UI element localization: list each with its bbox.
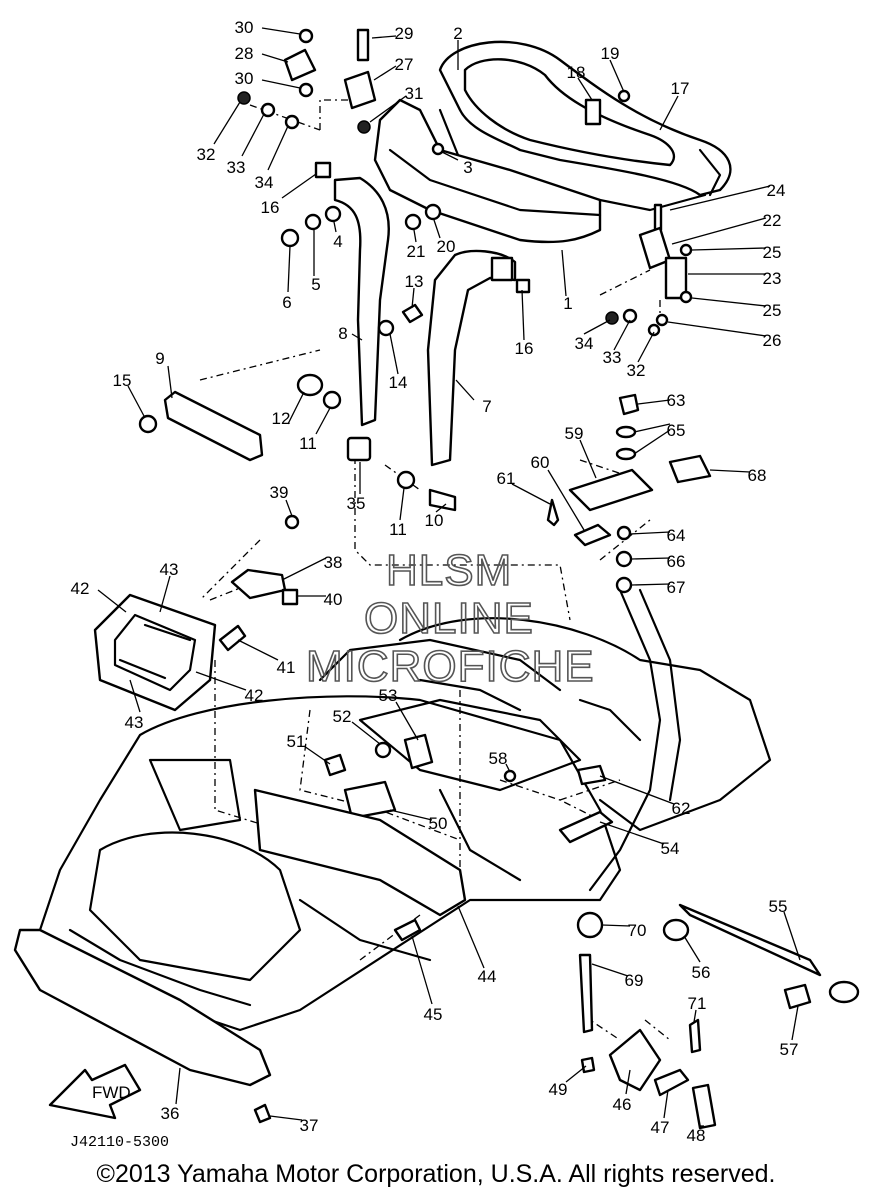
callout-30: 30: [235, 69, 254, 88]
callout-61: 61: [497, 469, 516, 488]
callout-70: 70: [628, 921, 647, 940]
callout-58: 58: [489, 749, 508, 768]
callout-36: 36: [161, 1104, 180, 1123]
callout-34: 34: [255, 173, 274, 192]
callout-63: 63: [667, 391, 686, 410]
callout-11: 11: [389, 520, 407, 539]
callout-17: 17: [671, 79, 690, 98]
callout-55: 55: [769, 897, 788, 916]
callout-42: 42: [71, 579, 90, 598]
callout-33: 33: [603, 348, 622, 367]
callout-32: 32: [627, 361, 646, 380]
callout-19: 19: [601, 44, 620, 63]
forward-arrow: FWD: [48, 1063, 142, 1120]
callout-34: 34: [575, 334, 594, 353]
stay-left: [333, 176, 390, 427]
callout-64: 64: [667, 526, 686, 545]
callout-41: 41: [277, 658, 296, 677]
callout-23: 23: [763, 269, 782, 288]
callout-16: 16: [261, 198, 280, 217]
callout-35: 35: [347, 494, 366, 513]
callout-7: 7: [482, 397, 491, 416]
callout-57: 57: [780, 1040, 799, 1059]
callout-68: 68: [748, 466, 767, 485]
callout-66: 66: [667, 552, 686, 571]
callout-18: 18: [567, 63, 586, 82]
callout-4: 4: [333, 232, 342, 251]
callout-15: 15: [113, 371, 132, 390]
callout-56: 56: [692, 963, 711, 982]
callout-28: 28: [235, 44, 254, 63]
callout-46: 46: [613, 1095, 632, 1114]
copyright-notice: ©2013 Yamaha Motor Corporation, U.S.A. A…: [96, 1160, 776, 1188]
callout-67: 67: [667, 578, 686, 597]
watermark: HLSM ONLINE MICROFICHE: [305, 545, 595, 692]
callout-50: 50: [429, 814, 448, 833]
license-plate-frame: [93, 593, 217, 712]
callout-8: 8: [338, 324, 347, 343]
callout-59: 59: [565, 424, 584, 443]
callout-2: 2: [453, 24, 462, 43]
callout-62: 62: [672, 799, 691, 818]
forward-arrow-label: FWD: [92, 1083, 131, 1102]
drawing-code: J42110-5300: [70, 1134, 169, 1151]
callout-49: 49: [549, 1080, 568, 1099]
callout-30: 30: [235, 18, 254, 37]
callout-9: 9: [155, 349, 164, 368]
watermark-line-2: ONLINE: [364, 594, 534, 643]
callout-25: 25: [763, 301, 782, 320]
callout-21: 21: [407, 242, 426, 261]
callout-14: 14: [389, 373, 408, 392]
callout-40: 40: [324, 590, 343, 609]
callout-6: 6: [282, 293, 291, 312]
callout-29: 29: [395, 24, 414, 43]
callout-43: 43: [125, 713, 144, 732]
watermark-line-3: MICROFICHE: [306, 642, 595, 691]
body-cowl: [38, 588, 772, 1032]
callout-20: 20: [437, 237, 456, 256]
callout-32: 32: [197, 145, 216, 164]
callout-51: 51: [287, 732, 306, 751]
watermark-line-1: HLSM: [386, 546, 512, 595]
callout-12: 12: [272, 409, 291, 428]
callout-25: 25: [763, 243, 782, 262]
callout-10: 10: [425, 511, 444, 530]
callout-37: 37: [300, 1116, 319, 1135]
callout-24: 24: [767, 181, 786, 200]
callout-33: 33: [227, 158, 246, 177]
callout-13: 13: [405, 272, 424, 291]
callout-65: 65: [667, 421, 686, 440]
callout-3: 3: [463, 158, 472, 177]
callout-16: 16: [515, 339, 534, 358]
callout-45: 45: [424, 1005, 443, 1024]
leader-lines: [97, 27, 801, 1127]
callout-60: 60: [531, 453, 550, 472]
callout-26: 26: [763, 331, 782, 350]
callout-27: 27: [395, 55, 414, 74]
callout-54: 54: [661, 839, 680, 858]
callout-11: 11: [299, 434, 317, 453]
callout-71: 71: [688, 994, 707, 1013]
callout-1: 1: [563, 294, 572, 313]
callout-47: 47: [651, 1118, 670, 1137]
callout-31: 31: [405, 84, 424, 103]
callout-5: 5: [311, 275, 320, 294]
callout-42: 42: [245, 686, 264, 705]
callout-22: 22: [763, 211, 782, 230]
callout-38: 38: [324, 553, 343, 572]
callout-48: 48: [687, 1126, 706, 1145]
callout-52: 52: [333, 707, 352, 726]
callout-39: 39: [270, 483, 289, 502]
callout-53: 53: [379, 686, 398, 705]
callout-43: 43: [160, 560, 179, 579]
callout-69: 69: [625, 971, 644, 990]
callout-44: 44: [478, 967, 497, 986]
stay-right: [426, 249, 517, 467]
bracket-plate: [163, 390, 264, 462]
